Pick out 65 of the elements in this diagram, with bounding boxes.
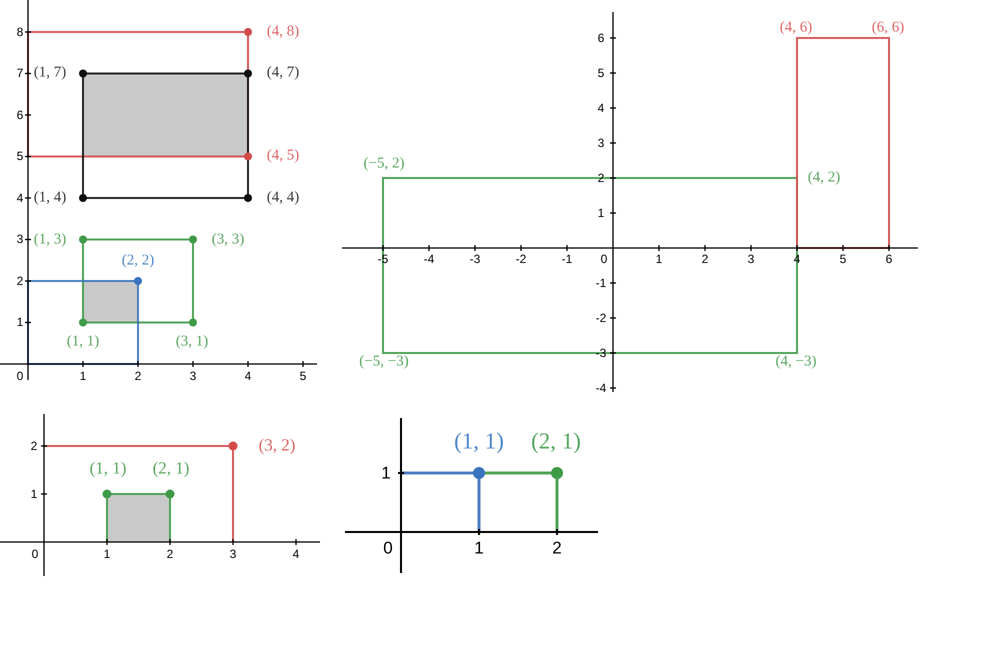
tick-label: 4 bbox=[244, 370, 252, 382]
tick-label: 2 bbox=[30, 440, 38, 452]
tick-label: 1 bbox=[381, 464, 391, 482]
tick-label: 5 bbox=[16, 150, 24, 162]
point-label: (2, 1) bbox=[152, 460, 190, 476]
tick-label: 8 bbox=[16, 26, 24, 38]
tick-label: 3 bbox=[16, 233, 24, 245]
point-label: (1, 7) bbox=[34, 66, 66, 80]
tick-label: 1 bbox=[656, 253, 662, 265]
tick-label: 4 bbox=[598, 102, 604, 114]
tick-label: 1 bbox=[104, 548, 110, 560]
point-label: (1, 3) bbox=[34, 232, 66, 248]
point-label: (3, 1) bbox=[176, 334, 208, 350]
tick-label: -1 bbox=[596, 277, 606, 289]
tick-label: 4 bbox=[292, 548, 300, 560]
tick-label: 5 bbox=[300, 370, 306, 382]
tick-label: -2 bbox=[516, 253, 526, 265]
tick-label: 4 bbox=[16, 192, 24, 204]
tick-label: 3 bbox=[190, 370, 196, 382]
point-label: (4, 2) bbox=[808, 170, 840, 186]
tick-label: 2 bbox=[702, 253, 708, 265]
tick-label: 0 bbox=[383, 540, 393, 556]
tick-label: 5 bbox=[598, 67, 604, 79]
point-label: (4, 4) bbox=[266, 190, 300, 206]
point-label: (3, 2) bbox=[258, 436, 296, 454]
tick-label: 6 bbox=[16, 109, 24, 121]
tick-label: -4 bbox=[424, 253, 434, 265]
tick-label: 1 bbox=[16, 316, 24, 328]
tick-label: 3 bbox=[748, 253, 754, 265]
point-label: (3, 3) bbox=[212, 232, 244, 248]
tick-label: 3 bbox=[598, 137, 604, 149]
tick-label: 6 bbox=[886, 253, 892, 265]
tick-label: 0 bbox=[16, 370, 24, 382]
tick-label: 1 bbox=[30, 488, 38, 500]
point-label: (2, 2) bbox=[122, 254, 154, 268]
point-label: (−5, 2) bbox=[364, 156, 404, 172]
tick-label: 3 bbox=[230, 548, 236, 560]
tick-label: 2 bbox=[166, 548, 174, 560]
point-label: (2, 1) bbox=[531, 430, 581, 452]
point-label: (4, 8) bbox=[266, 24, 300, 40]
point-label: (4, 6) bbox=[780, 20, 812, 36]
point-label: (6, 6) bbox=[872, 20, 904, 36]
point-label: (1, 1) bbox=[66, 334, 100, 350]
tick-label: 6 bbox=[598, 32, 604, 44]
point-label: (4, −3) bbox=[776, 354, 816, 370]
tick-label: -1 bbox=[562, 253, 572, 265]
tick-label: -3 bbox=[470, 253, 480, 265]
tick-label: -4 bbox=[596, 382, 606, 394]
tick-label: 5 bbox=[840, 253, 846, 265]
tick-label: 7 bbox=[16, 67, 24, 79]
tick-label: 2 bbox=[552, 540, 562, 556]
tick-label: 2 bbox=[134, 370, 142, 382]
tick-label: 2 bbox=[16, 275, 24, 287]
tick-label: 1 bbox=[598, 207, 604, 219]
point-label: (4, 7) bbox=[266, 66, 300, 80]
tick-label: -2 bbox=[596, 312, 606, 324]
tick-label: 1 bbox=[80, 370, 86, 382]
tick-label: 0 bbox=[32, 548, 38, 560]
point-label: (4, 5) bbox=[266, 148, 300, 164]
point-label: (−5, −3) bbox=[359, 354, 409, 370]
tick-label: 0 bbox=[600, 253, 608, 265]
point-label: (1, 4) bbox=[34, 190, 66, 206]
tick-label: 1 bbox=[474, 540, 484, 556]
point-label: (1, 1) bbox=[454, 430, 504, 452]
point-label: (1, 1) bbox=[90, 460, 126, 476]
